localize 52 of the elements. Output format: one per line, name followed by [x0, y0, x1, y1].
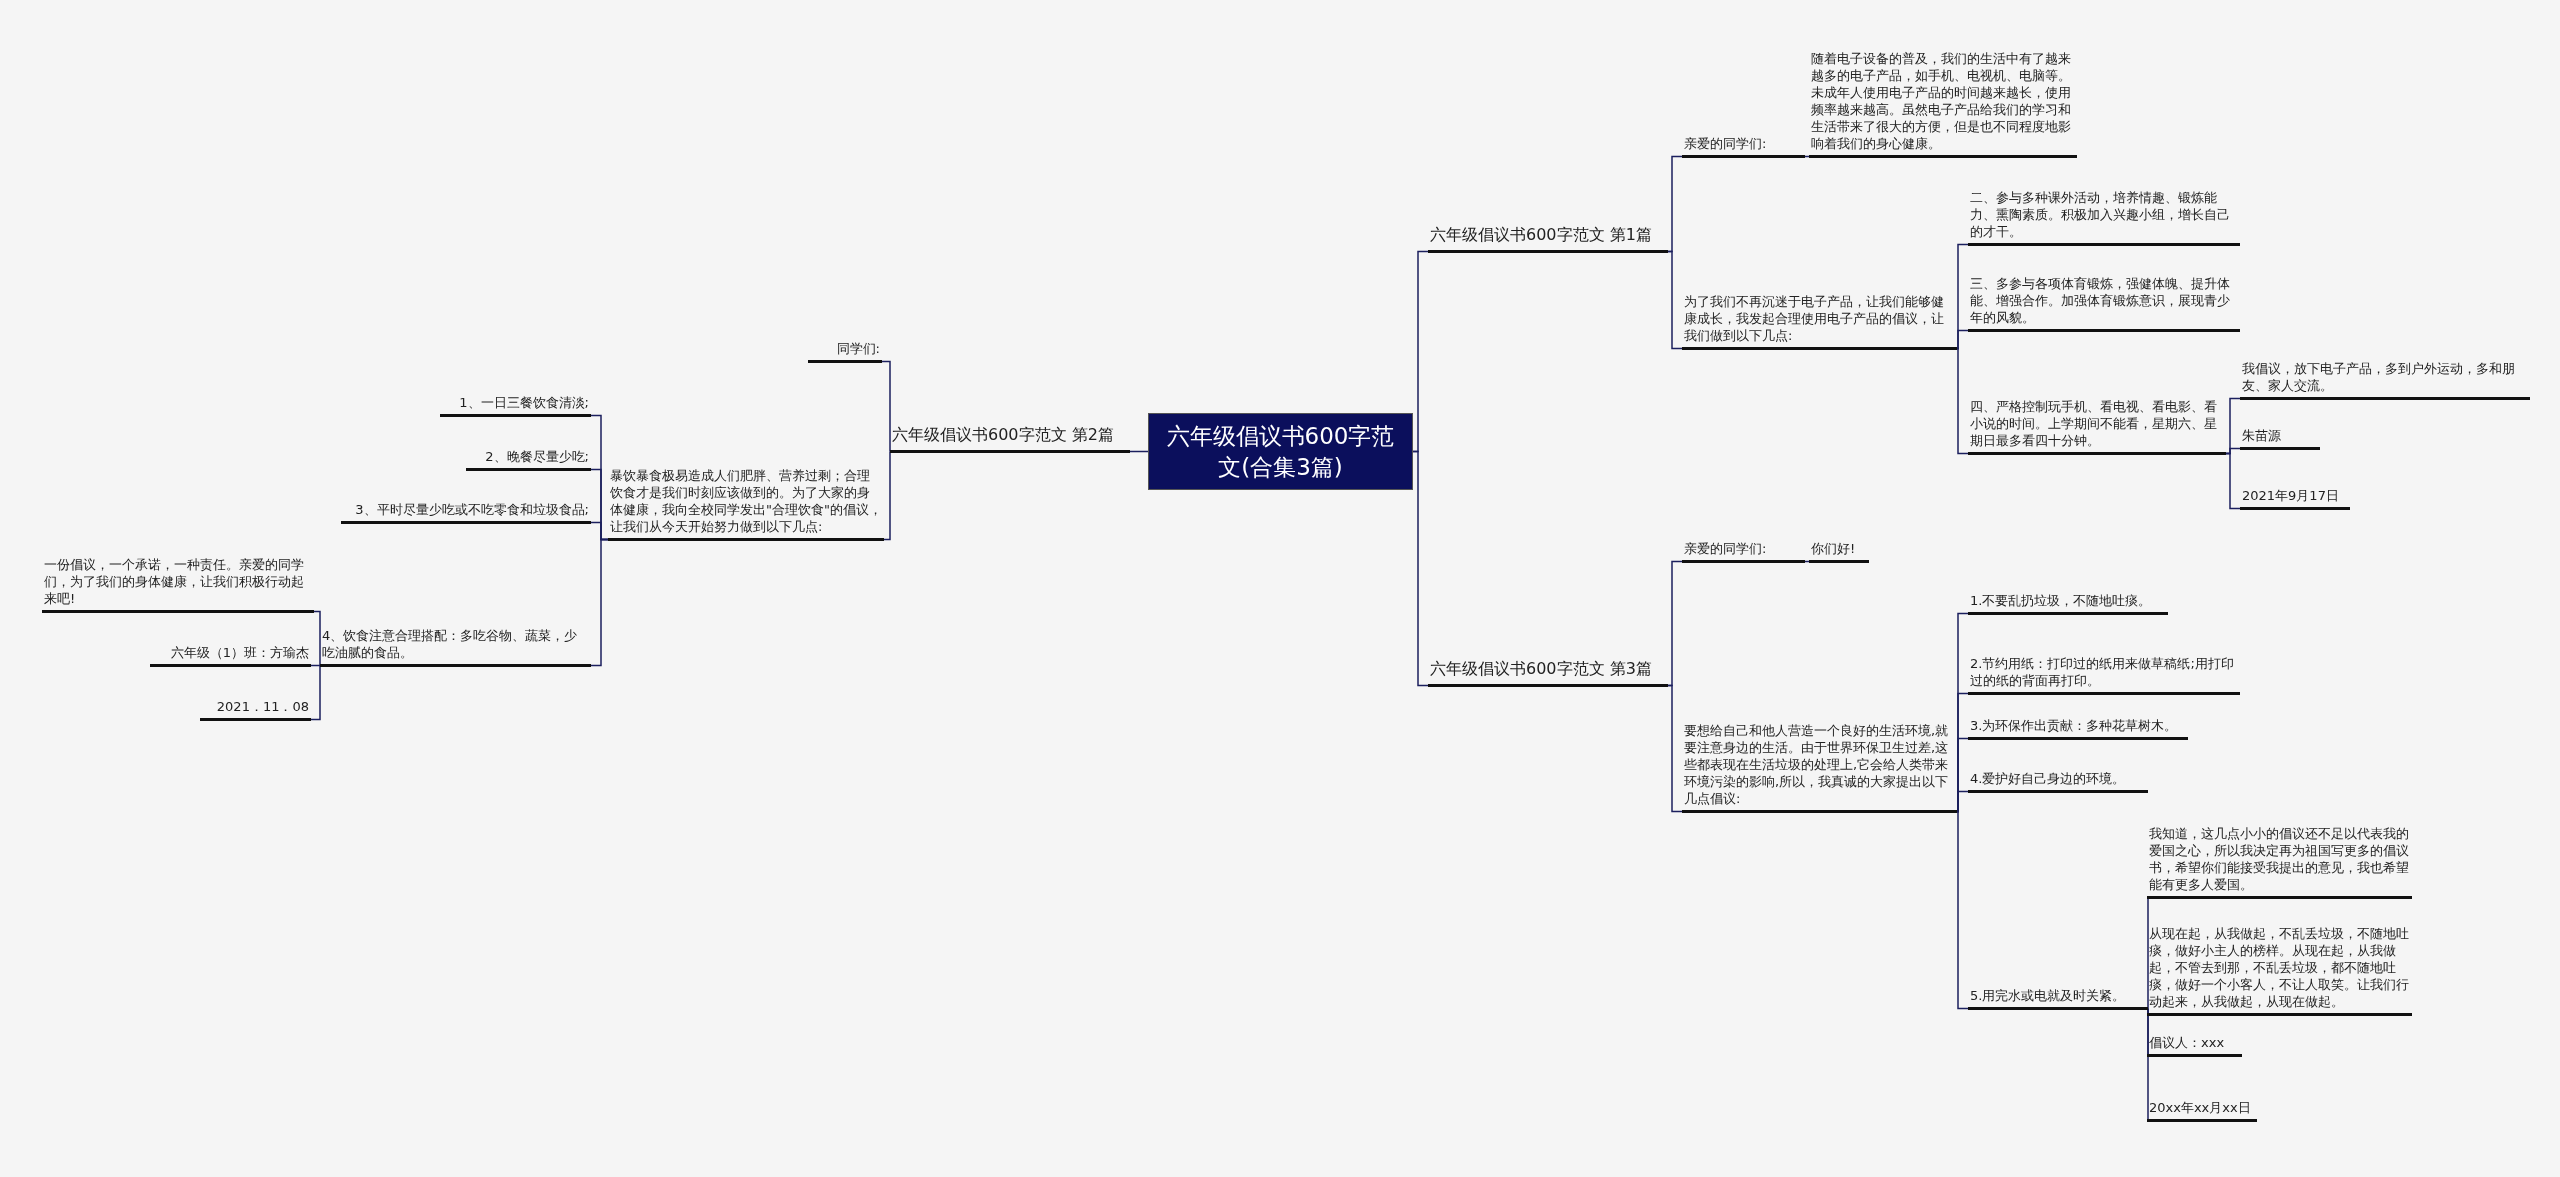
topic-text: 我倡议，放下电子产品，多到户外运动，多和朋友、家人交流。: [2240, 360, 2530, 400]
topic-text: 20xx年xx月xx日: [2147, 1099, 2257, 1122]
connector-line: [1412, 450, 1429, 687]
topic-text: 暴饮暴食极易造成人们肥胖、营养过剩；合理饮食才是我们时刻应该做到的。为了大家的身体健康，我向全校同学发出"合理饮食"的倡议，让我们从今天开始努力做到以下几点:: [608, 467, 884, 541]
topic-text: 朱苗源: [2240, 427, 2320, 450]
connector-line: [1956, 329, 1969, 350]
connector-line: [313, 610, 321, 667]
topic-text: 二、参与多种课外活动，培养情趣、锻炼能力、熏陶素质。积极加入兴趣小组，增长自己的才干。: [1968, 189, 2240, 246]
topic-text: 2021年9月17日: [2240, 487, 2350, 510]
topic-text: 要想给自己和他人营造一个良好的生活环境,就要注意身边的生活。由于世界环保卫生过差,这些都表现在生活垃圾的处理上,它会给人类带来环境污染的影响,所以，我真诚的大家提出以下几点倡议:: [1682, 722, 1957, 813]
connector-line: [881, 360, 891, 453]
connector-line: [1956, 810, 1969, 1010]
connector-line: [310, 664, 321, 667]
connector-line: [2146, 896, 2149, 1010]
topic-text: 亲爱的同学们:: [1682, 135, 1805, 158]
connector-line: [1667, 250, 1683, 350]
topic-text: 为了我们不再沉迷于电子产品，让我们能够健康成长，我发起合理使用电子产品的倡议，让我们做到以下几点:: [1682, 293, 1957, 350]
topic-text: 3、平时尽量少吃或不吃零食和垃圾食品;: [341, 501, 591, 524]
topic-text: 1.不要乱扔垃圾，不随地吐痰。: [1968, 592, 2168, 615]
topic-text: 四、严格控制玩手机、看电视、看电影、看小说的时间。上学期间不能看，星期六、星期日最多看四十分钟。: [1968, 398, 2226, 455]
connector-line: [1956, 347, 1969, 455]
topic-text: 我知道，这几点小小的倡议还不足以代表我的爱国之心，所以我决定再为祖国写更多的倡议书，希望你们能接受我提出的意见，我也希望能有更多人爱国。: [2147, 825, 2412, 899]
topic-text: 亲爱的同学们:: [1682, 540, 1805, 563]
topic-text: 六年级倡议书600字范文 第3篇: [1428, 658, 1668, 687]
connector-line: [1804, 155, 1810, 158]
topic-text: 2、晚餐尽量少吃;: [466, 448, 591, 471]
topic-text: 同学们:: [808, 340, 882, 363]
connector-line: [883, 450, 891, 541]
topic-text: 4、饮食注意合理搭配：多吃谷物、蔬菜，少吃油腻的食品。: [320, 627, 591, 667]
topic-text: 六年级（1）班：方瑜杰: [150, 644, 311, 667]
topic-text: 1、一日三餐饮食清淡;: [440, 394, 591, 417]
topic-text: 随着电子设备的普及，我们的生活中有了越来越多的电子产品，如手机、电视机、电脑等。未成年人使用电子产品的时间越来越长，使用频率越来越高。虽然电子产品给我们的学习和生活带来了很大的方便，但是也不同程度地影响着我们的身心健康。: [1809, 50, 2077, 158]
central-topic-box: 六年级倡议书600字范文(合集3篇): [1148, 413, 1413, 490]
topic-text: 六年级倡议书600字范文 第2篇: [890, 424, 1130, 453]
topic-text: 2.节约用纸：打印过的纸用来做草稿纸;用打印过的纸的背面再打印。: [1968, 655, 2240, 695]
topic-text: 一份倡议，一个承诺，一种责任。亲爱的同学们，为了我们的身体健康，让我们积极行动起来吧!: [42, 556, 314, 613]
topic-text: 2021．11．08: [200, 698, 311, 721]
topic-text: 3.为环保作出贡献：多种花草树木。: [1968, 717, 2188, 740]
connector-line: [590, 538, 609, 667]
connector-line: [310, 664, 321, 721]
connector-line: [1956, 790, 1969, 813]
connector-line: [1804, 560, 1810, 563]
connector-line: [2225, 452, 2241, 510]
connector-line: [1667, 684, 1683, 813]
topic-text: 六年级倡议书600字范文 第1篇: [1428, 224, 1668, 253]
topic-text: 你们好!: [1809, 540, 1869, 563]
topic-text: 4.爱护好自己身边的环境。: [1968, 770, 2148, 793]
topic-text: 从现在起，从我做起，不乱丢垃圾，不随地吐痰，做好小主人的榜样。从现在起，从我做起，不管去到那，不乱丢垃圾，都不随地吐痰，做好一个小客人，不让人取笑。让我们行动起来，从我做起，从现在做起。: [2147, 925, 2412, 1016]
topic-text: 5.用完水或电就及时关紧。: [1968, 987, 2148, 1010]
topic-text: 倡议人：xxx: [2147, 1034, 2242, 1057]
connector-line: [2146, 1007, 2149, 1122]
topic-text: 三、多参与各项体育锻炼，强健体魄、提升体能、增强合作。加强体育锻炼意识，展现青少年的风貌。: [1968, 275, 2240, 332]
